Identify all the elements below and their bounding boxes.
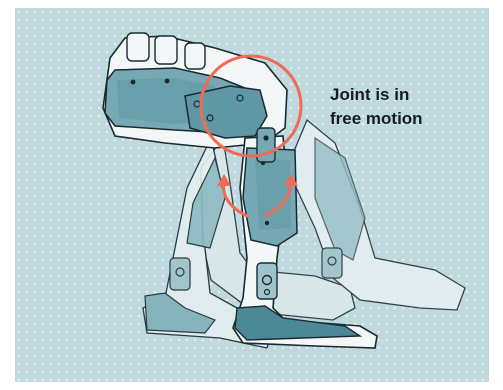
joint-motion-callout: Joint is in free motion <box>330 83 480 131</box>
callout-line-1: Joint is in <box>330 83 480 107</box>
callout-line-2: free motion <box>330 107 480 131</box>
ghost-leg-back <box>201 120 465 320</box>
illustration-panel: Joint is in free motion <box>15 8 489 382</box>
kafo-brace-illustration <box>15 8 489 382</box>
